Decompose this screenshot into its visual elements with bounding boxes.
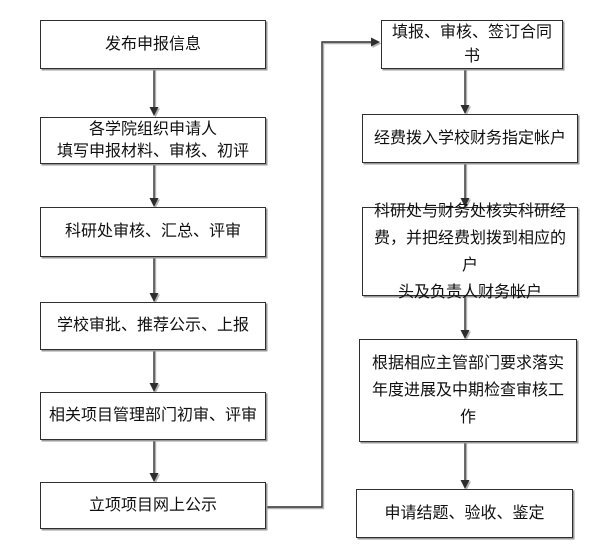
flow-step-fill-review-sign-contract: 填报、审核、签订合同书 xyxy=(381,20,563,69)
flow-step-verify-and-allocate-funds: 科研处与财务处核实科研经 费，并把经费划拨到相应的户 头及负责人财务帐户 xyxy=(362,203,578,301)
flow-step-project-dept-initial-review: 相关项目管理部门初审、评审 xyxy=(40,392,266,440)
flow-step-publish-application-info: 发布申报信息 xyxy=(40,20,266,69)
flow-step-research-office-review: 科研处审核、汇总、评审 xyxy=(40,207,266,257)
flow-step-college-organize-applicants: 各学院组织申请人 填写申报材料、审核、初评 xyxy=(40,117,266,164)
flow-step-approved-projects-online-publicity: 立项项目网上公示 xyxy=(40,482,266,529)
flow-step-school-approval-publicity-submit: 学校审批、推荐公示、上报 xyxy=(40,302,266,350)
flow-step-apply-conclusion-acceptance: 申请结题、验收、鉴定 xyxy=(356,489,573,538)
flow-step-annual-progress-midterm-check: 根据相应主管部门要求落实 年度进展及中期检查审核工 作 xyxy=(359,339,577,442)
flow-step-funds-to-school-account: 经费拨入学校财务指定帐户 xyxy=(362,114,578,163)
